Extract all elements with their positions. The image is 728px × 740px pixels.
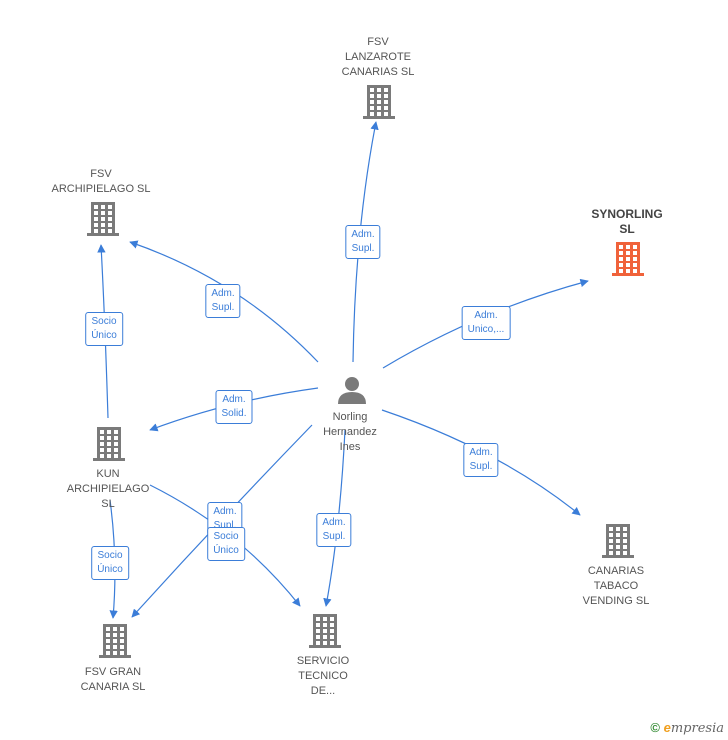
edge-label-person-canarias_tabaco: Adm. Supl.: [463, 443, 499, 477]
copyright-mark: ©: [650, 720, 660, 735]
building-icon: [93, 427, 125, 461]
building-icon: [309, 614, 341, 648]
building-icon: [612, 242, 644, 276]
edge-label-person-synorling: Adm. Unico,...: [461, 306, 511, 340]
brand-footer: © empresia: [650, 720, 724, 736]
node-label-kun[interactable]: KUN ARCHIPIELAGO SL: [66, 468, 150, 510]
edge-label-person-fsv_archipielago: Adm. Supl.: [205, 284, 241, 318]
node-label-fsv_gran[interactable]: FSV GRAN CANARIA SL: [80, 666, 146, 693]
edge-label-person-kun: Adm. Solid.: [215, 390, 253, 424]
node-label-fsv_lanzarote[interactable]: FSV LANZAROTE CANARIAS SL: [341, 36, 415, 78]
brand-initial: e: [663, 720, 671, 735]
node-label-servicio[interactable]: SERVICIO TECNICO DE...: [296, 655, 350, 697]
edge-label-person-fsv_lanzarote: Adm. Supl.: [345, 225, 381, 259]
edge-label-person-servicio: Adm. Supl.: [316, 513, 352, 547]
node-label-synorling[interactable]: SYNORLING SL: [591, 207, 663, 236]
person-icon: [338, 377, 366, 404]
node-label-person[interactable]: Norling Hernandez Ines: [323, 411, 377, 453]
edge-label-kun-fsv_gran: Socio Único: [91, 546, 129, 580]
building-icon: [87, 202, 119, 236]
edge-label-kun-fsv_archipielago: Socio Único: [85, 312, 123, 346]
node-label-fsv_archipielago[interactable]: FSV ARCHIPIELAGO SL: [51, 168, 151, 195]
building-icon: [363, 85, 395, 119]
node-label-canarias_tabaco[interactable]: CANARIAS TABACO VENDING SL: [582, 565, 650, 607]
building-icon: [99, 624, 131, 658]
brand-name: mpresia: [670, 721, 724, 736]
building-icon: [602, 524, 634, 558]
edge-label-kun-servicio: Socio Único: [207, 527, 245, 561]
